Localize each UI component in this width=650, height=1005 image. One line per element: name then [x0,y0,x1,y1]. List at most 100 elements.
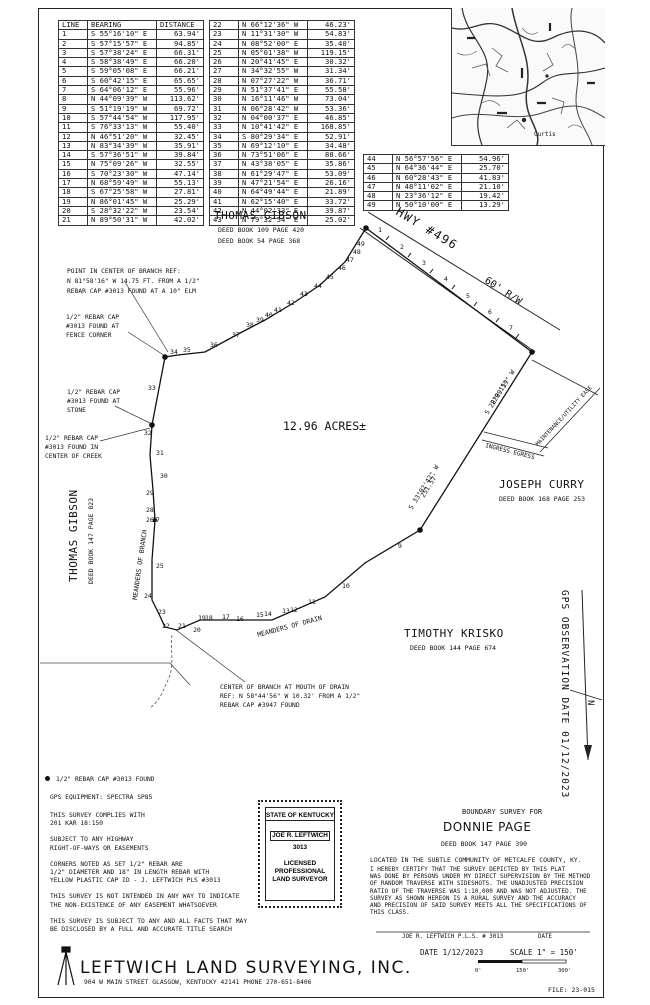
creek-note-3: CENTER OF CREEK [45,453,102,460]
boundary-survey-for: BOUNDARY SURVEY FOR [462,808,543,816]
pin-labels: 1 2 3 4 5 6 7 9 10 11 12 13 14 15 16 17 … [144,226,513,634]
pin-label: 35 [183,346,191,354]
pin-found [149,422,155,428]
pin-label: 2 [400,243,404,251]
adjoiner-west-deed: DEED BOOK 147 PAGE 823 [87,498,95,584]
seal-line-3: LAND SURVEYOR [272,876,328,883]
distance-cell: 35.91' [156,140,204,152]
gps-equipment: GPS EQUIPMENT: SPECTRA SP85 [50,794,153,801]
header-distance: DISTANCE [156,19,204,31]
distance-cell: 52.91' [307,131,355,142]
scale-tick-150: 150' [516,968,529,974]
seal-line-2: PROFESSIONAL [274,868,326,875]
distance-cell: 35.40' [307,38,355,49]
pin-label: 26 [146,516,154,524]
adjoiner-north-deed-2: DEED BOOK 54 PAGE 368 [218,237,300,245]
distance-cell: 119.15' [307,47,355,59]
pin-label: 41 [274,306,282,314]
pin-label: 23 [158,608,166,616]
road-edge-south [359,227,536,353]
scale-tick-300: 300' [558,968,571,974]
found-pins [149,225,535,533]
distance-cell: 35.86' [307,159,355,170]
note-4-line-2: THE NON-EXISTENCE OF ANY EASEMENT WHATSO… [50,901,217,909]
distance-cell: 117.95' [156,112,204,124]
branch-ref-note-2: N 81°58'16" W 14.75 FT. FROM A 1/2" [67,277,200,285]
distance-cell: 53.36' [307,103,355,114]
pin-label: 24 [144,592,152,600]
pin-label: 38 [246,321,254,329]
distance-cell: 25.70' [461,163,509,174]
signer: JOE R. LEFTWICH P.L.S. # 3013 [402,934,504,940]
legend-rebar: 1/2" REBAR CAP #3013 FOUND [56,776,155,783]
pin-label: 15 [256,611,264,619]
branch-ref-note-3: REBAR CAP #3013 FOUND AT A 10" ELM [67,288,196,295]
distance-cell: 69.72' [156,103,204,114]
pin-label: 1 [378,226,382,234]
pin-label: 19 [198,614,206,622]
pin-found [417,527,423,533]
utility-easement [481,359,601,457]
easement-label: MAINTENANCE/UTILITY EASE [535,385,594,447]
distance-cell: 39.87' [307,205,355,217]
gps-observation-label: GPS OBSERVATION DATE 01/12/2023 [559,590,570,798]
pin-label: 33 [148,384,156,392]
pin-label: 6 [488,308,492,316]
distance-cell: 32.45' [156,131,204,142]
notes-block: THIS SURVEY COMPLIES WITH 201 KAR 18:150… [50,812,247,934]
distance-cell: 25.02' [307,215,355,226]
frontage-ticks [385,235,520,339]
distance-cell: 26.16' [307,178,355,189]
pin-label: 10 [342,582,350,590]
leader-lines [99,281,246,683]
distance-cell: 27.81' [156,187,204,198]
mouth-note-3: REBAR CAP #3947 FOUND [220,702,300,709]
pin-label: 13 [282,607,290,615]
distance-cell: 65.65' [156,75,204,87]
vicinity-place-label: Curtis [534,131,556,138]
pin-label: 30 [160,472,168,480]
note-3-line-3: YELLOW PLASTIC CAP ID - J. LEFTWICH PLS … [50,877,221,885]
distance-cell: 55.96' [156,85,204,96]
plat-date: DATE 1/12/2023 [420,948,484,957]
meanders-branch-label: MEANDERS OF BRANCH [131,529,149,600]
distance-cell: 73.04' [307,94,355,105]
adjoiner-north-name: THOMAS GIBSON [214,209,307,222]
legend: 1/2" REBAR CAP #3013 FOUND [45,776,155,784]
pin-label: 7 [509,324,513,332]
distance-cell: 19.42' [461,191,509,202]
distance-cell: 25.29' [156,196,204,207]
note-5-line-1: THIS SURVEY IS SUBJECT TO ANY AND ALL FA… [50,917,248,925]
vicinity-map-roads: Curtis [452,8,605,145]
pin-found [162,354,168,360]
ingress-label: INGRESS EGRESS [485,442,536,461]
pin-label: 44 [314,282,322,290]
pin-label: 21 [178,622,186,630]
plat-notes: POINT IN CENTER OF BRANCH REF: N 81°58'1… [45,268,360,709]
seal-name: JOE R. LEFTWICH [270,831,330,841]
distance-cell: 55.13' [156,178,204,189]
note-2-line-2: RIGHT-OF-WAYS OR EASEMENTS [50,844,149,852]
pin-label: 3 [422,259,426,267]
distance-cell: 39.84' [156,150,204,161]
cert-line-2: WAS DONE BY PERSONS UNDER MY DIRECT SUPE… [370,873,591,881]
